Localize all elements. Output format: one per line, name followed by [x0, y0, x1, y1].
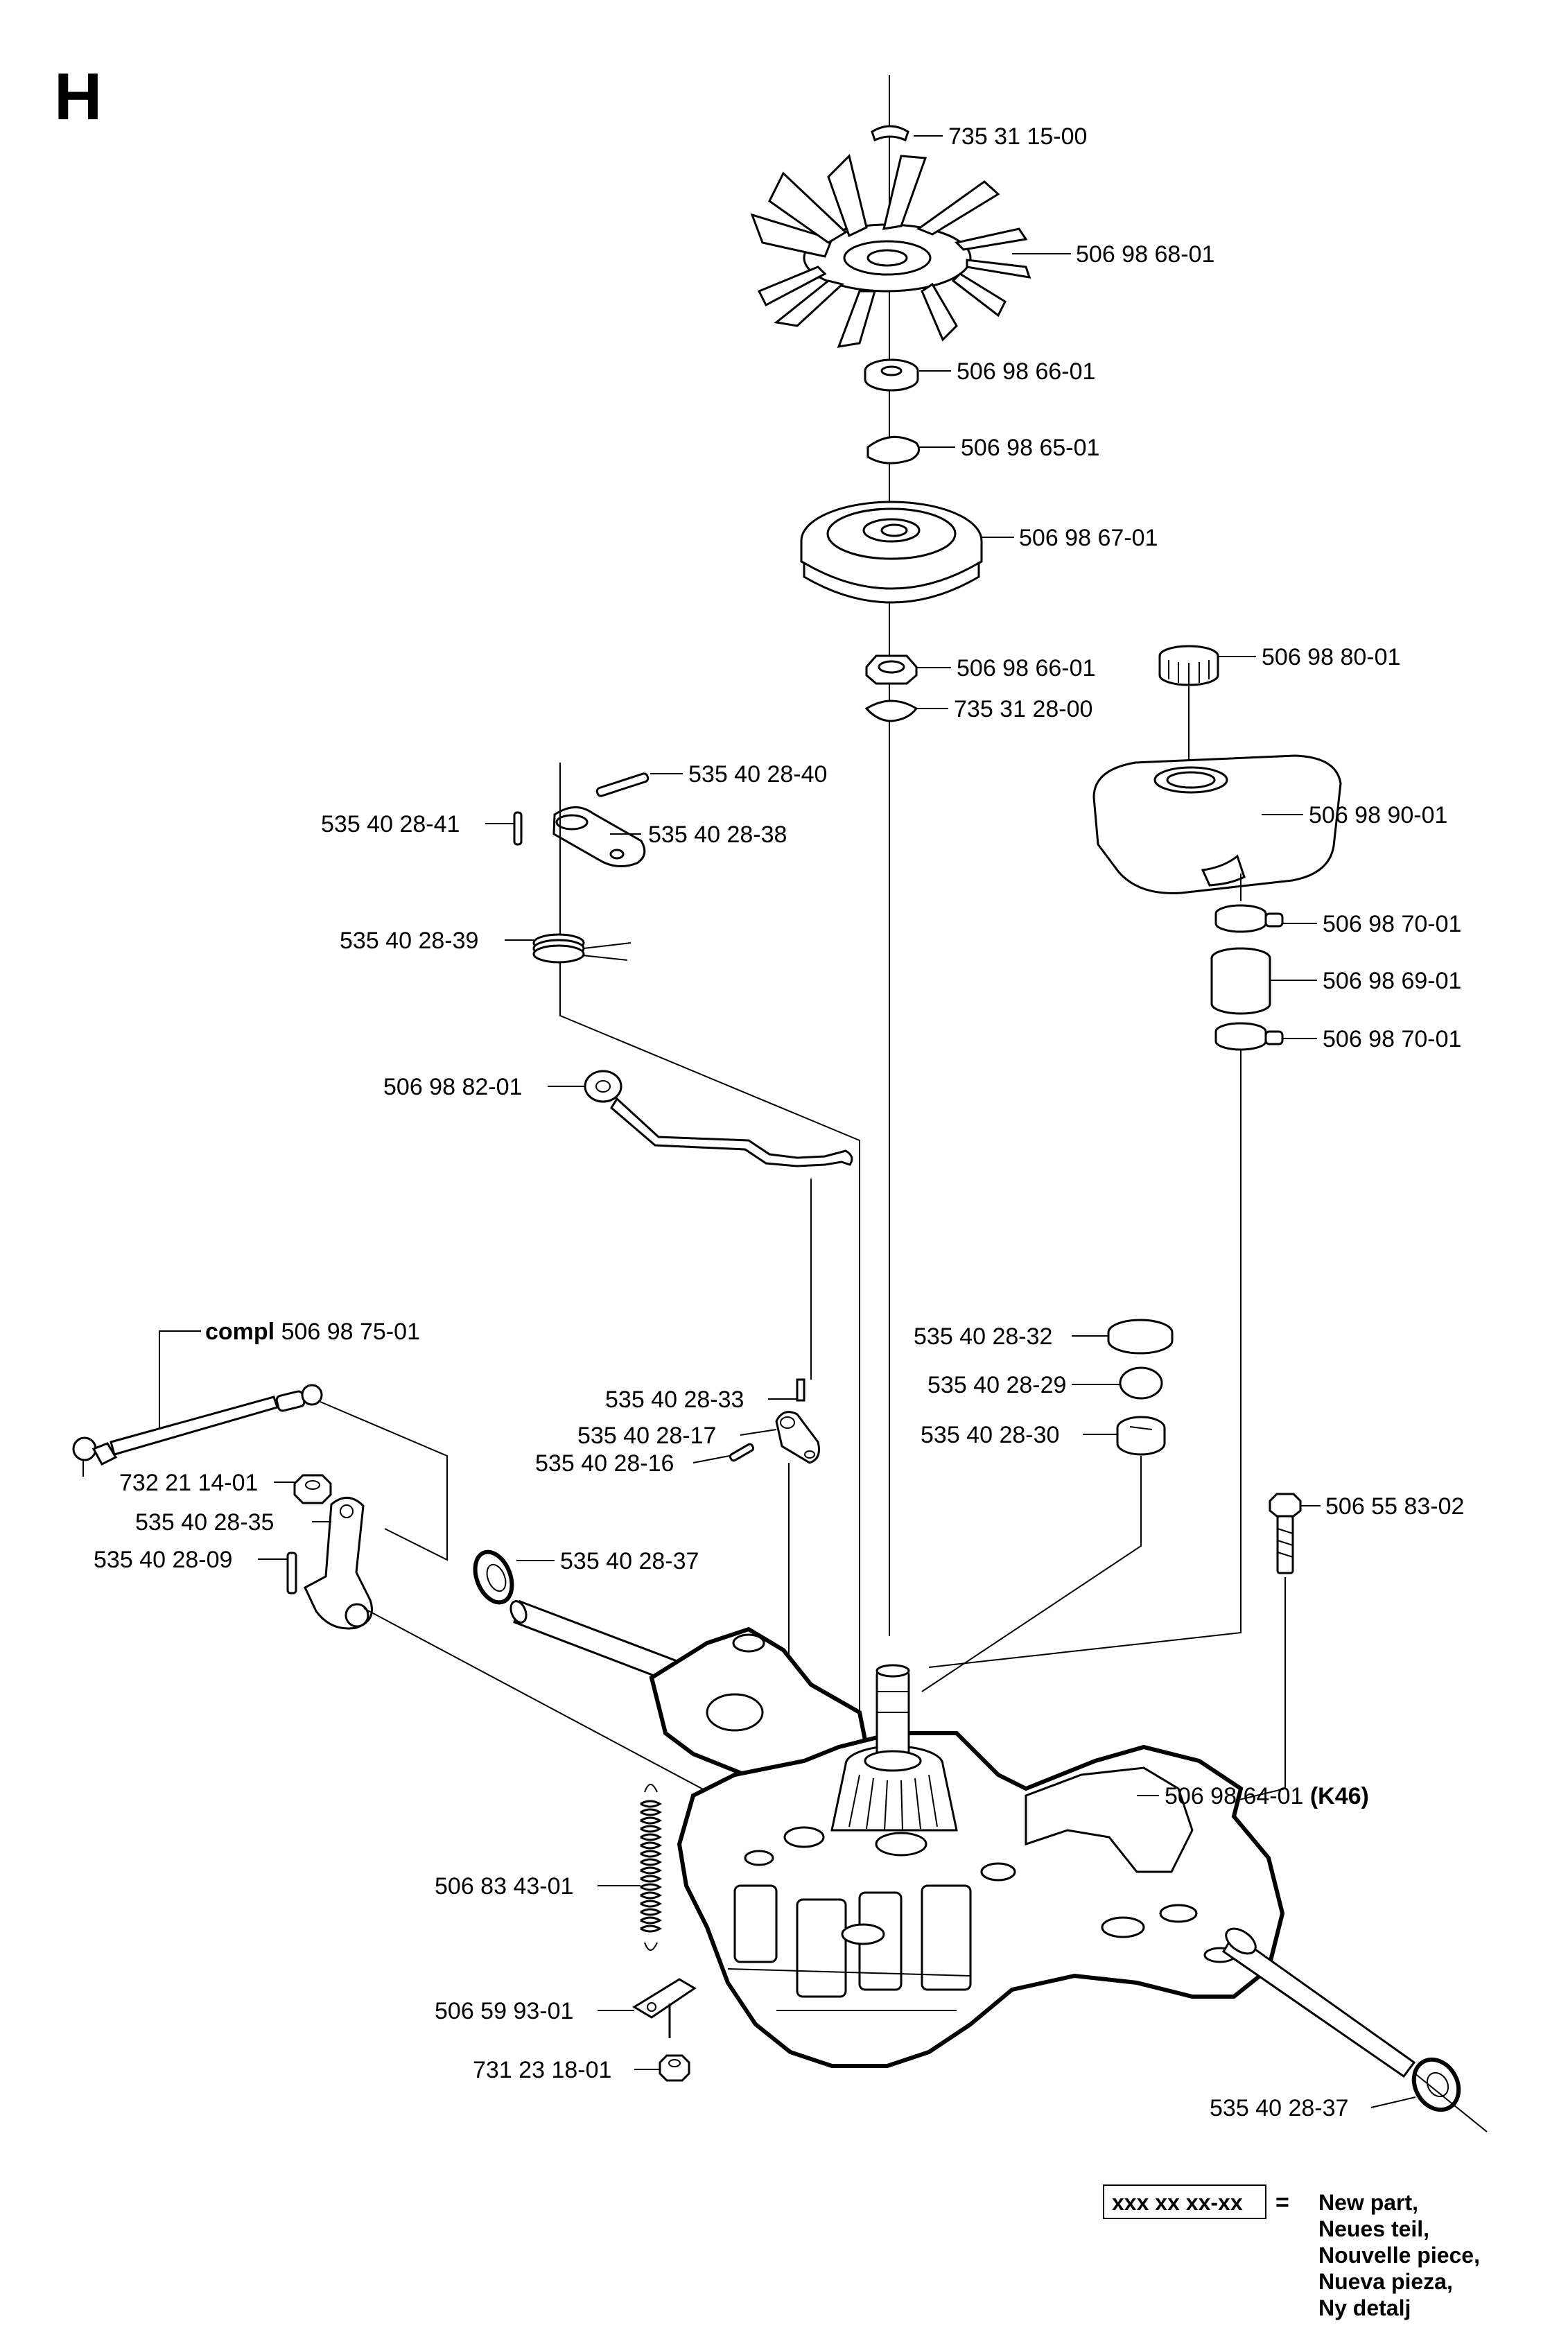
part-label-p2: 506 98 68-01: [1076, 241, 1214, 268]
reservoir-to-housing-line: [928, 1050, 1242, 1668]
pin-long-drawing: [595, 772, 650, 797]
brake-arm-axis-line: [559, 763, 860, 1733]
legend-line-5: Ny detalj: [1318, 2295, 1411, 2320]
reservoir-cap-drawing: [1158, 645, 1219, 686]
part-label-p8: 506 98 80-01: [1262, 644, 1400, 670]
legend-code: xxx xx xx-xx: [1112, 2190, 1243, 2215]
part-label-p7: 735 31 28-00: [954, 696, 1092, 722]
part-label-p11: 535 40 28-38: [648, 822, 787, 848]
part-label-p26: 506 55 83-02: [1325, 1493, 1464, 1520]
part-label-p29: 535 40 28-37: [560, 1548, 699, 1574]
cooling-fan-drawing: [750, 154, 1031, 348]
part-label-p21: 535 40 28-33: [605, 1387, 744, 1413]
spring-bracket-drawing: [632, 1978, 697, 2019]
part-label-p1: 735 31 15-00: [948, 123, 1087, 150]
control-rod-assembly-drawing: [72, 1384, 323, 1477]
seal-right-drawing: [1411, 2057, 1461, 2112]
pin-short-drawing: [513, 811, 523, 846]
legend-line-4: Nueva pieza,: [1318, 2269, 1453, 2294]
part-label-p30-suffix: (K46): [1310, 1783, 1369, 1809]
trunnion-cap-drawing: [1116, 1416, 1166, 1456]
hose-clamp-lower-drawing: [1214, 1022, 1284, 1051]
part-label-p31: 506 83 43-01: [435, 1873, 573, 1900]
part-label-p33: 731 23 18-01: [473, 2057, 611, 2083]
legend-line-3: Nouvelle piece,: [1318, 2243, 1480, 2268]
part-label-p32: 506 59 93-01: [435, 1998, 573, 2024]
hex-bolt-drawing: [1269, 1493, 1302, 1574]
pin-16-drawing: [729, 1443, 755, 1462]
linkage-arm-drawing: [775, 1411, 820, 1464]
control-arm-drawing: [304, 1497, 373, 1630]
part-label-p34: 535 40 28-37: [1210, 2095, 1348, 2121]
hose-clamp-upper-drawing: [1214, 904, 1284, 933]
part-label-p24: 535 40 28-16: [535, 1450, 674, 1477]
o-ring-drawing: [1119, 1366, 1163, 1400]
control-rod-axis-line: [320, 1401, 448, 1561]
part-label-p10: 535 40 28-41: [321, 811, 460, 837]
washer-upper-drawing: [864, 358, 919, 392]
part-label-p5: 506 98 67-01: [1019, 525, 1158, 551]
seal-left-drawing: [473, 1549, 514, 1605]
legend: xxx xx xx-xx = New part, Neues teil, Nou…: [1103, 2184, 1480, 2320]
oil-reservoir-drawing: [1092, 754, 1342, 894]
part-label-p18: compl 506 98 75-01: [205, 1319, 420, 1345]
part-label-p27: 535 40 28-35: [135, 1509, 274, 1536]
part-number-labels: 735 31 15-00 506 98 68-01 506 98 66-01 5…: [94, 123, 1464, 2121]
hose-drawing: [1210, 947, 1271, 1015]
legend-code-box: [1103, 2184, 1266, 2219]
part-label-p25: 732 21 14-01: [119, 1470, 258, 1496]
part-label-p28: 535 40 28-09: [94, 1547, 232, 1573]
part-label-p4: 506 98 65-01: [961, 435, 1099, 461]
pin-33-drawing: [796, 1378, 805, 1402]
control-rod-leader-line: [159, 1330, 201, 1428]
section-letter: H: [54, 60, 102, 134]
part-label-p16: 506 98 70-01: [1323, 1026, 1461, 1052]
part-label-p14: 506 98 70-01: [1323, 911, 1461, 937]
part-label-p30: 506 98 64-01 (K46): [1165, 1783, 1369, 1809]
control-arm-axis-line: [363, 1608, 729, 1803]
legend-equals: =: [1275, 2189, 1289, 2216]
legend-line-2: Neues teil,: [1318, 2216, 1429, 2241]
nut-washer-lower-drawing: [865, 654, 918, 685]
trunnion-axis-line: [921, 1456, 1142, 1692]
part-label-p19: 535 40 28-32: [914, 1323, 1052, 1350]
part-label-p18-number: 506 98 75-01: [281, 1319, 420, 1345]
transaxle-housing-drawing: [509, 1600, 1416, 2078]
legend-line-1: New part,: [1318, 2190, 1418, 2215]
brake-arm-drawing: [552, 806, 646, 867]
pulley-drawing: [800, 501, 983, 604]
part-label-p18-prefix: compl: [205, 1319, 275, 1345]
part-label-p3: 506 98 66-01: [957, 358, 1095, 385]
extension-spring-drawing: [640, 1784, 663, 1951]
brake-rod-drawing: [584, 1070, 853, 1167]
part-label-p22: 535 40 28-17: [577, 1423, 716, 1449]
torsion-spring-drawing: [532, 933, 631, 964]
part-label-p12: 506 98 90-01: [1309, 802, 1447, 828]
lock-nut-drawing: [293, 1474, 332, 1504]
leader-lines: [258, 135, 1416, 2108]
part-label-p6: 506 98 66-01: [957, 655, 1095, 681]
circlip-lower-drawing: [864, 700, 918, 722]
part-label-p13: 535 40 28-39: [340, 928, 478, 954]
part-label-p23: 535 40 28-30: [921, 1422, 1059, 1448]
part-label-p20: 535 40 28-29: [927, 1372, 1066, 1398]
right-axle-axis-line: [1413, 2072, 1488, 2132]
part-label-p9: 535 40 28-40: [688, 761, 827, 788]
cover-plug-drawing: [1107, 1319, 1174, 1355]
key-washer-drawing: [866, 435, 921, 464]
part-label-p17: 506 98 82-01: [383, 1074, 522, 1100]
circlip-top-drawing: [871, 125, 909, 142]
part-label-p15: 506 98 69-01: [1323, 968, 1461, 994]
roll-pin-drawing: [286, 1552, 297, 1595]
part-label-p30-number: 506 98 64-01: [1165, 1783, 1303, 1809]
spring-nut-drawing: [659, 2004, 690, 2082]
